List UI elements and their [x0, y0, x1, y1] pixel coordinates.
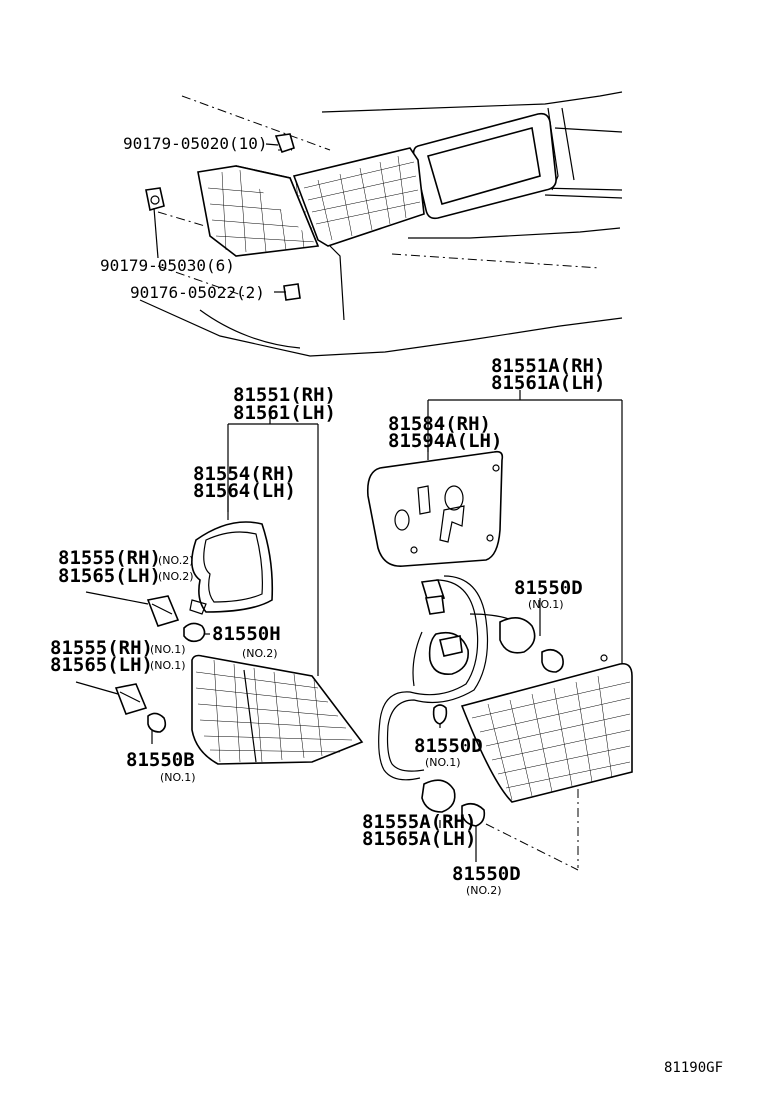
note-81550d-no1-lower: (NO.1) — [425, 756, 461, 769]
label-81594a-lh: 81594A(LH) — [388, 430, 502, 452]
label-81550b: 81550B — [126, 749, 195, 771]
label-81565-lh-no2: 81565(LH) — [58, 565, 161, 587]
label-81561-lh: 81561(LH) — [233, 402, 336, 424]
label-81550d-no1-lower: 81550D — [414, 735, 483, 757]
top-outer-lamp — [197, 165, 320, 257]
label-81551a-rh: 81551A(RH) — [491, 355, 605, 377]
bulb-81550d-no1-lower-icon — [432, 704, 448, 725]
bulb-81550b-icon — [147, 712, 167, 733]
label-81555-rh-no1: 81555(RH) — [50, 637, 153, 659]
callout-90176-05022: 90176-05022(2) — [130, 283, 265, 302]
label-81561a-lh: 81561A(LH) — [491, 372, 605, 394]
inner-lamp-cover — [366, 450, 504, 567]
outer-lamp-leaders — [75, 416, 319, 744]
note-socket-lh-no2: (NO.2) — [158, 570, 194, 583]
socket-no1-icon — [114, 683, 148, 715]
callout-90179-05020: 90179-05020(10) — [123, 134, 268, 153]
outer-lamp-gasket — [189, 521, 274, 615]
note-81550h: (NO.2) — [242, 647, 278, 660]
vehicle-rear-body — [139, 91, 623, 357]
note-81550d-no1-upper: (NO.1) — [528, 598, 564, 611]
top-inner-lamp — [292, 147, 425, 321]
inner-lamp-wiring-harness — [378, 575, 513, 781]
outer-lamp-body — [191, 654, 364, 765]
license-garnish-frame — [412, 112, 557, 220]
label-81564-lh: 81564(LH) — [193, 480, 296, 502]
label-81565a-lh: 81565A(LH) — [362, 828, 476, 850]
bulb-81550h-icon — [183, 622, 206, 643]
note-81550b: (NO.1) — [160, 771, 196, 784]
label-81550d-no1-upper: 81550D — [514, 577, 583, 599]
label-81550h: 81550H — [212, 623, 281, 645]
bulb-81550d-no2-icon — [461, 802, 486, 827]
label-81551-rh: 81551(RH) — [233, 384, 336, 406]
figure-id: 81190GF — [664, 1060, 723, 1076]
note-socket-rh-no1: (NO.1) — [150, 643, 186, 656]
label-81584-rh: 81584(RH) — [388, 413, 491, 435]
label-81555a-rh: 81555A(RH) — [362, 811, 476, 833]
label-81555-rh-no2: 81555(RH) — [58, 547, 161, 569]
callout-90179-05030: 90179-05030(6) — [100, 256, 235, 275]
socket-no2-icon — [146, 595, 180, 627]
label-81554-rh: 81554(RH) — [193, 463, 296, 485]
nut-90176-05022-icon — [274, 283, 301, 301]
socket-81555a-icon — [421, 779, 456, 813]
inner-lamp-body — [460, 654, 633, 803]
nut-90179-05030-icon — [145, 187, 165, 212]
note-81550d-no2: (NO.2) — [466, 884, 502, 897]
socket-upper-right-icon — [499, 617, 536, 654]
clip-90179-05020-icon — [265, 133, 295, 154]
label-81565-lh-no1: 81565(LH) — [50, 654, 153, 676]
label-81550d-no2: 81550D — [452, 863, 521, 885]
bulb-81550d-no1-upper-icon — [541, 648, 564, 673]
note-socket-lh-no1: (NO.1) — [150, 659, 186, 672]
note-socket-rh-no2: (NO.2) — [158, 554, 194, 567]
